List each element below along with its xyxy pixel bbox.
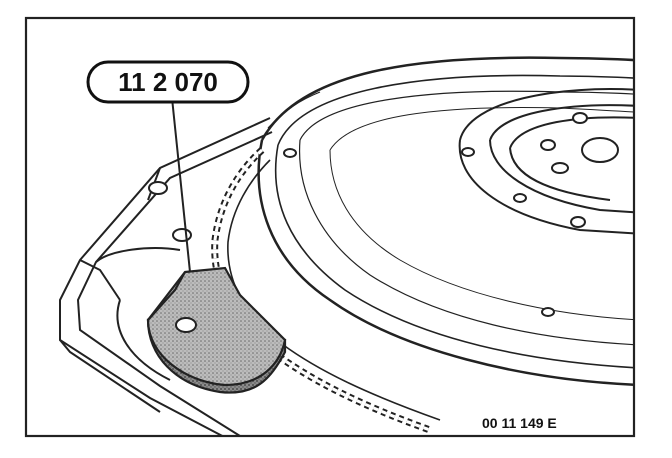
- flywheel-rim-holes: [283, 148, 555, 317]
- tool-callout-box: [86, 60, 250, 104]
- tool-callout-label: 11 2 070: [118, 67, 218, 97]
- housing-bolt-holes: [148, 181, 192, 242]
- flywheel: [257, 56, 634, 386]
- tool-callout: 11 2 070: [86, 60, 250, 104]
- figure-code: 00 11 149 E: [482, 415, 557, 431]
- engine-housing: [59, 117, 273, 436]
- callout-leader-line: [171, 97, 191, 273]
- locking-tool: [146, 266, 287, 394]
- tool-bolt-hole: [175, 317, 197, 333]
- flywheel-hub: [458, 88, 634, 235]
- hub-holes: [461, 112, 619, 228]
